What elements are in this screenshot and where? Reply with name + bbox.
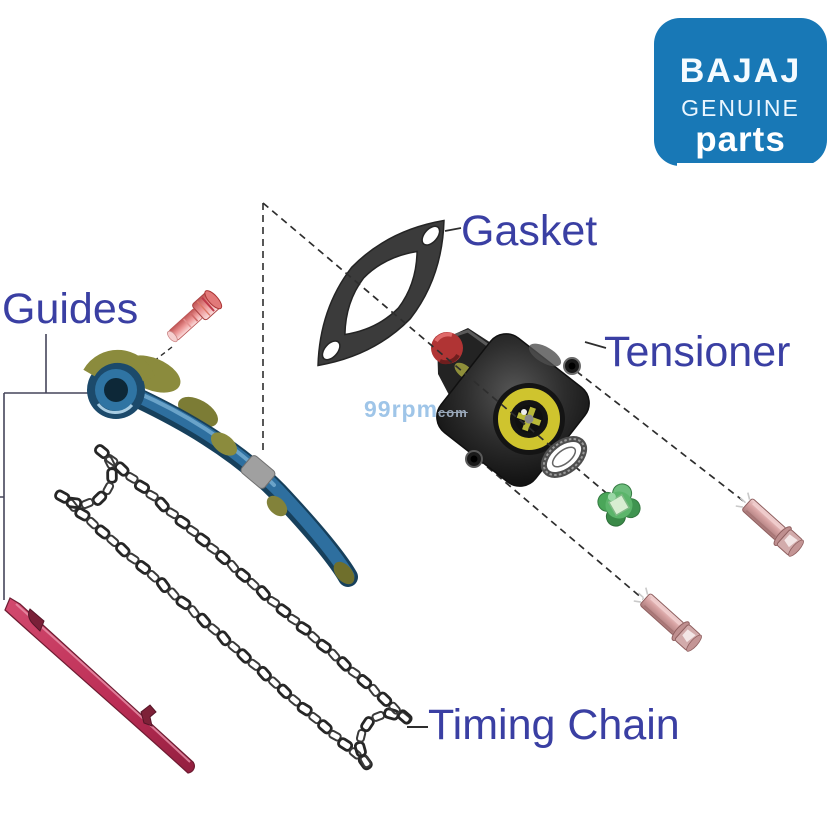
guides-bracket-line bbox=[0, 334, 92, 600]
gasket-illustration bbox=[317, 219, 445, 367]
watermark: 99rpmcom bbox=[364, 396, 468, 423]
label-guides: Guides bbox=[2, 285, 139, 333]
chain-guide-blade-illustration bbox=[4, 597, 195, 774]
logo-underline bbox=[677, 163, 817, 175]
watermark-brand: 99rpm bbox=[364, 396, 439, 422]
logo-brand-text: BAJAJ bbox=[679, 52, 802, 90]
logo-parts-text: parts bbox=[695, 120, 786, 159]
sealing-washer-illustration bbox=[540, 436, 588, 478]
chain-guide-pivot-illustration bbox=[83, 349, 358, 587]
mounting-bolt-upper-illustration bbox=[735, 492, 804, 557]
watermark-tld: com bbox=[438, 405, 468, 420]
upper-bolt-dashed-line bbox=[566, 363, 747, 504]
tensioner-connector-line bbox=[584, 341, 607, 349]
logo-genuine-text: GENUINE bbox=[681, 95, 800, 121]
mounting-bolt-lower-illustration bbox=[633, 587, 702, 652]
guide-pin-illustration bbox=[167, 290, 223, 343]
bajaj-genuine-parts-logo: BAJAJ GENUINE parts bbox=[654, 18, 827, 175]
label-gasket: Gasket bbox=[461, 207, 598, 255]
label-tensioner: Tensioner bbox=[604, 328, 791, 376]
assembly-axis-dashed-line bbox=[262, 202, 612, 498]
lower-bolt-dashed-line bbox=[477, 458, 644, 600]
label-timing-chain: Timing Chain bbox=[428, 701, 680, 749]
logo-down-arrow-icon bbox=[683, 166, 705, 175]
tensioner-plug-illustration bbox=[597, 483, 641, 527]
timing-chain-illustration bbox=[54, 444, 413, 771]
gasket-connector-line bbox=[444, 227, 462, 232]
